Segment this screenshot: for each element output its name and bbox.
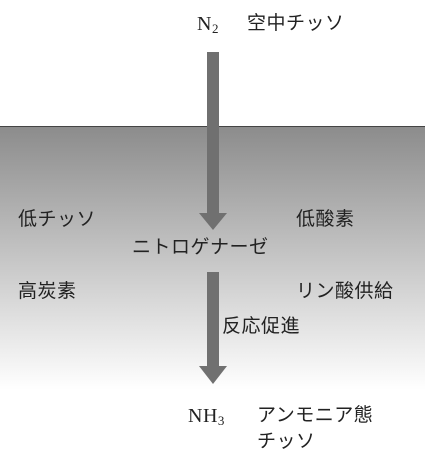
lower-arrow-shaft — [207, 272, 219, 368]
nh3-name-line1: アンモニア態 — [257, 404, 374, 426]
effect-label: 反応促進 — [222, 315, 301, 337]
nh3-formula-base: NH — [188, 405, 218, 427]
n2-name: 空中チッソ — [247, 12, 345, 34]
lower-arrow — [199, 272, 227, 384]
lower-arrow-head — [199, 366, 227, 384]
condition-low-nitrogen: 低チッソ — [18, 208, 97, 230]
n2-formula-subscript: 2 — [211, 21, 219, 36]
nh3-name-line2: チッソ — [257, 430, 316, 452]
upper-arrow — [199, 52, 227, 230]
n2-formula-base: N — [197, 13, 212, 35]
upper-arrow-shaft — [207, 52, 219, 215]
condition-phosphate-supply: リン酸供給 — [296, 280, 394, 302]
enzyme-label: ニトロゲナーゼ — [132, 236, 269, 258]
n2-formula: N2 — [197, 14, 219, 35]
nh3-formula-subscript: 3 — [217, 413, 225, 428]
condition-low-oxygen: 低酸素 — [296, 208, 355, 230]
condition-high-carbon: 高炭素 — [18, 280, 77, 302]
nh3-formula: NH3 — [188, 406, 225, 427]
upper-arrow-head — [199, 213, 227, 230]
